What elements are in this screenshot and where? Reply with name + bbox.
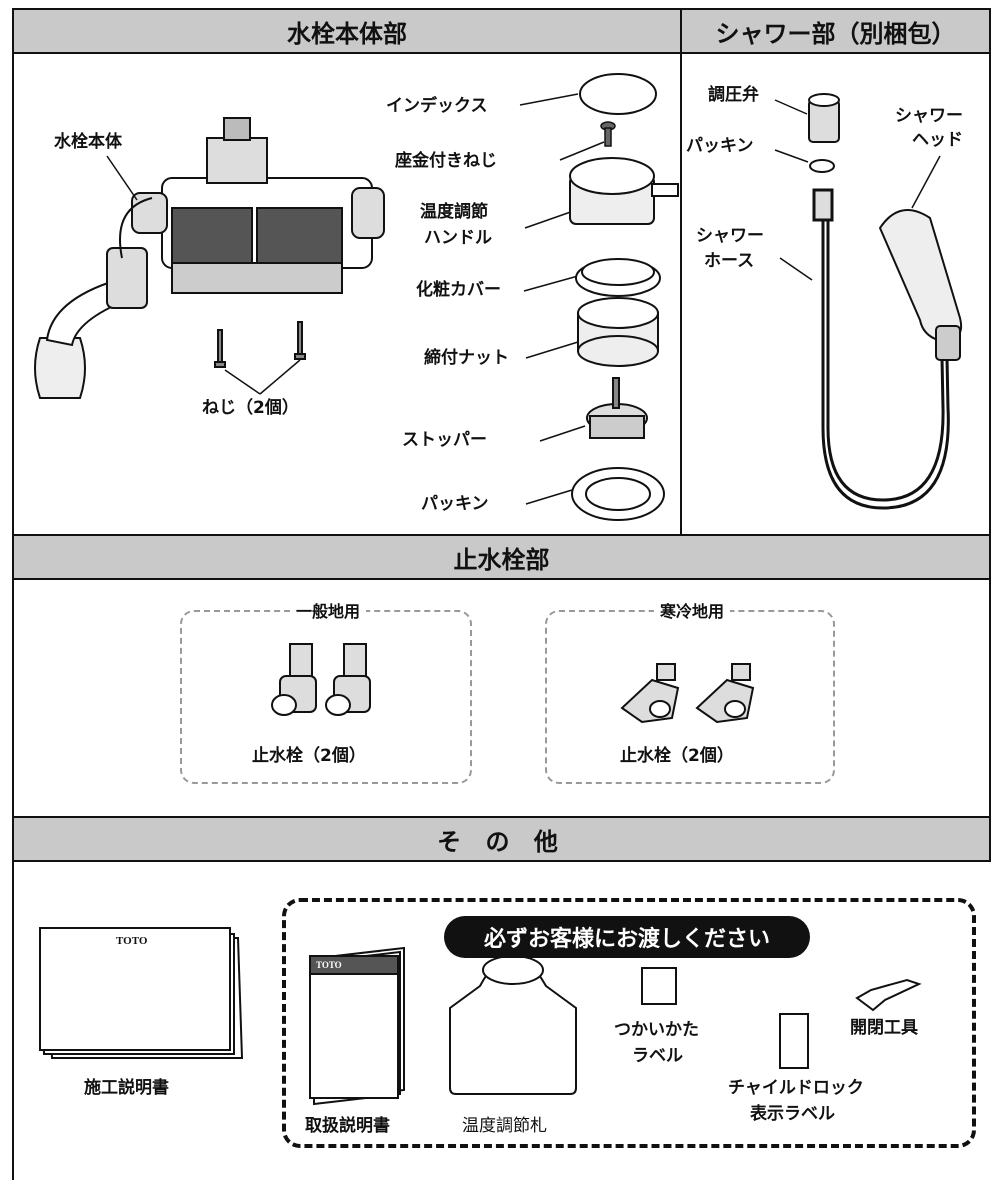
deliver-banner: 必ずお客様にお渡しください <box>444 916 810 958</box>
open-close-tool-label: 開閉工具 <box>850 1018 918 1038</box>
temperature-handle-illustration <box>569 157 679 225</box>
stop-valve-illustrations <box>271 643 755 724</box>
body-section-header: 水栓本体部 <box>12 8 682 54</box>
cold-stop-valve-illustration <box>620 663 755 724</box>
usage-label-text-2: ラベル <box>632 1046 683 1066</box>
shower-hose-label-2: ホース <box>704 251 755 271</box>
temp-handle-label-2: ハンドル <box>424 228 492 248</box>
washer-screw-label: 座金付きねじ <box>395 151 497 171</box>
screws-illustration <box>214 321 306 368</box>
install-manual-brand: TOTO <box>116 935 148 947</box>
faucet-body-illustration <box>34 117 385 399</box>
general-stop-valve-label: 止水栓（2個） <box>252 746 366 766</box>
faucet-body-label: 水栓本体 <box>54 132 122 152</box>
user-manual-brand: TOTO <box>316 960 342 970</box>
deliver-banner-text: 必ずお客様にお渡しください <box>483 927 770 952</box>
packing-label: パッキン <box>421 494 489 514</box>
tightening-nut-label: 締付ナット <box>424 348 509 368</box>
cosmetic-cover-illustration <box>575 258 661 297</box>
shower-head-label-1: シャワー <box>895 106 963 126</box>
user-manual-label: 取扱説明書 <box>305 1116 390 1136</box>
pressure-valve-illustration <box>808 93 840 143</box>
parts-sheet: 水栓本体部 シャワー部（別梱包） 止水栓部 そ の 他 <box>12 8 991 1180</box>
deliver-group <box>282 898 976 1148</box>
other-illustrations <box>39 927 922 1106</box>
cold-stop-valve-label: 止水栓（2個） <box>620 746 734 766</box>
tightening-nut-illustration <box>577 297 659 367</box>
screws-label: ねじ（2個） <box>202 398 299 418</box>
leader-lines <box>106 93 605 505</box>
cosmetic-cover-label: 化粧カバー <box>416 280 501 300</box>
shower-section-title: シャワー部（別梱包） <box>715 19 956 48</box>
install-manual-label: 施工説明書 <box>84 1078 169 1098</box>
general-stop-valve-title: 一般地用 <box>290 598 367 622</box>
general-stop-valve-illustration <box>271 643 371 716</box>
stop-valve-section-title: 止水栓部 <box>453 545 550 574</box>
shower-head-label-2: ヘッド <box>912 130 963 150</box>
other-section-title: そ の 他 <box>437 827 566 856</box>
shower-packing-illustration <box>809 159 835 173</box>
shower-hose-label-1: シャワー <box>696 226 764 246</box>
washer-screw-illustration <box>600 121 616 147</box>
user-manual-illustration <box>309 946 405 1106</box>
packing-illustration <box>571 467 665 521</box>
shower-packing-label: パッキン <box>686 136 754 156</box>
usage-label-illustration <box>641 967 677 1005</box>
faucet-illustrations <box>34 73 679 521</box>
install-manual-illustration <box>39 927 244 1059</box>
pressure-valve-label: 調圧弁 <box>708 85 759 105</box>
child-lock-label-text-1: チャイルドロック <box>728 1078 864 1098</box>
temp-tag-label: 温度調節札 <box>462 1116 547 1136</box>
child-lock-label-illustration <box>779 1013 809 1069</box>
temp-handle-label-1: 温度調節 <box>420 202 488 222</box>
shower-hose-illustration <box>812 188 950 510</box>
stopper-label: ストッパー <box>402 430 487 450</box>
body-section-title: 水栓本体部 <box>287 19 407 48</box>
index-illustration <box>579 73 657 115</box>
shower-head-illustration <box>878 209 963 361</box>
index-label: インデックス <box>386 96 488 116</box>
shower-illustrations <box>774 93 963 510</box>
child-lock-label-text-2: 表示ラベル <box>750 1104 835 1124</box>
tool-illustration <box>855 978 922 1012</box>
stop-valve-section-header: 止水栓部 <box>12 534 991 580</box>
stopper-illustration <box>586 377 648 439</box>
usage-label-text-1: つかいかた <box>614 1020 699 1040</box>
cold-stop-valve-title: 寒冷地用 <box>654 598 731 622</box>
